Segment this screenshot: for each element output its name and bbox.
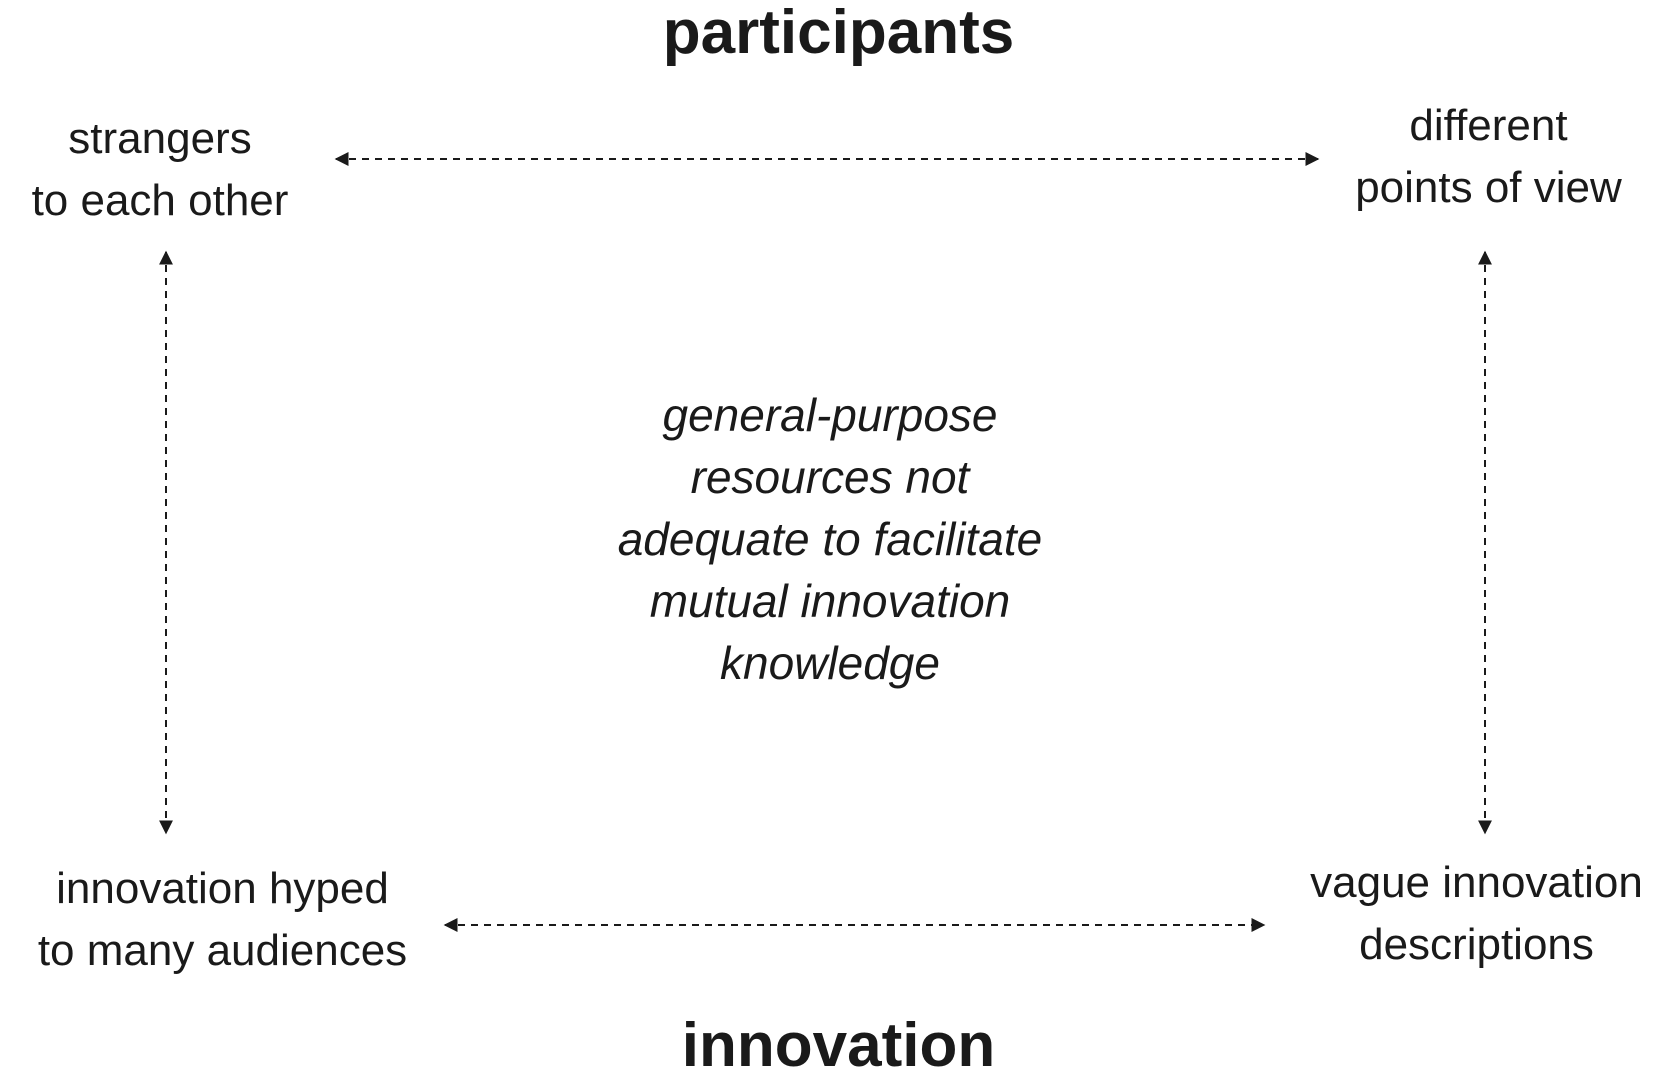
node-line: to each other (31, 176, 289, 225)
innovation-heading: innovation (681, 1011, 996, 1080)
center-line: general-purpose (662, 389, 998, 441)
node-line: descriptions (1359, 920, 1594, 969)
node-different-points-of-view: different points of view (1300, 95, 1677, 219)
node-innovation-hyped: innovation hyped to many audiences (0, 858, 445, 982)
center-line: adequate to facilitate (617, 513, 1043, 565)
node-line: strangers (68, 114, 252, 163)
participants-heading: participants (662, 0, 1015, 67)
node-line: vague innovation (1310, 858, 1643, 907)
node-strangers-to-each-other: strangers to each other (0, 108, 320, 232)
node-line: different (1409, 101, 1568, 150)
node-line: to many audiences (37, 926, 408, 975)
node-line: points of view (1355, 163, 1622, 212)
center-statement: general-purpose resources not adequate t… (530, 384, 1130, 694)
center-line: resources not (690, 451, 970, 503)
node-vague-innovation-descriptions: vague innovation descriptions (1276, 852, 1677, 976)
node-line: innovation hyped (56, 864, 389, 913)
center-line: mutual innovation (649, 575, 1011, 627)
center-line: knowledge (720, 637, 940, 689)
